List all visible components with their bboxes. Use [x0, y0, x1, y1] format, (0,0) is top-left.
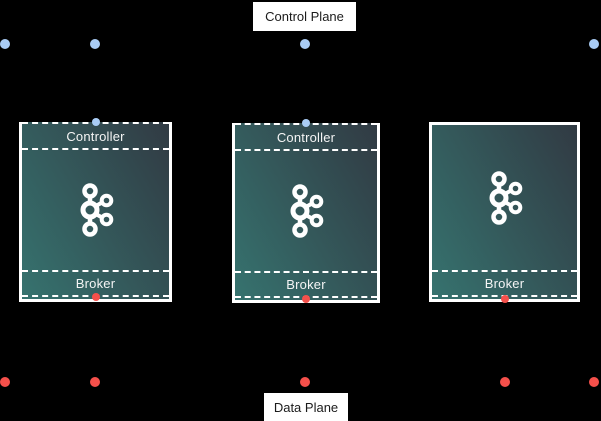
- kafka-logo-icon: [489, 170, 522, 225]
- data-plane-label[interactable]: Data Plane: [264, 393, 348, 421]
- broker-section: Broker: [432, 270, 577, 297]
- controller-connection-dot[interactable]: [589, 39, 599, 49]
- broker-section: Broker: [235, 271, 377, 298]
- controller-connection-dot[interactable]: [90, 39, 100, 49]
- broker-connection-dot[interactable]: [0, 377, 10, 387]
- broker-connection-dot[interactable]: [92, 293, 100, 301]
- controller-connection-dot[interactable]: [300, 39, 310, 49]
- kafka-node-3[interactable]: Broker: [429, 122, 580, 302]
- controller-label: Controller: [276, 129, 336, 145]
- controller-label: Controller: [66, 128, 125, 144]
- broker-label: Broker: [75, 276, 116, 291]
- broker-connection-dot[interactable]: [501, 295, 509, 303]
- broker-label: Broker: [484, 276, 525, 291]
- control-plane-label[interactable]: Control Plane: [253, 2, 356, 31]
- controller-connection-dot[interactable]: [92, 118, 100, 126]
- kafka-logo-icon: [290, 184, 324, 238]
- controller-section: Controller: [235, 123, 377, 151]
- kafka-logo-area: [432, 125, 577, 270]
- broker-label: Broker: [286, 277, 326, 292]
- broker-connection-dot[interactable]: [300, 377, 310, 387]
- kafka-logo-area: [22, 150, 169, 270]
- kafka-node-1[interactable]: Controller Broker: [19, 122, 172, 302]
- kafka-logo-area: [235, 151, 377, 271]
- broker-connection-dot[interactable]: [90, 377, 100, 387]
- controller-section: Controller: [22, 122, 169, 150]
- kafka-logo-icon: [80, 183, 113, 237]
- kafka-node-2[interactable]: Controller Broker: [232, 123, 380, 303]
- broker-connection-dot[interactable]: [589, 377, 599, 387]
- broker-connection-dot[interactable]: [500, 377, 510, 387]
- broker-connection-dot[interactable]: [302, 295, 310, 303]
- controller-connection-dot[interactable]: [302, 119, 310, 127]
- controller-connection-dot[interactable]: [0, 39, 10, 49]
